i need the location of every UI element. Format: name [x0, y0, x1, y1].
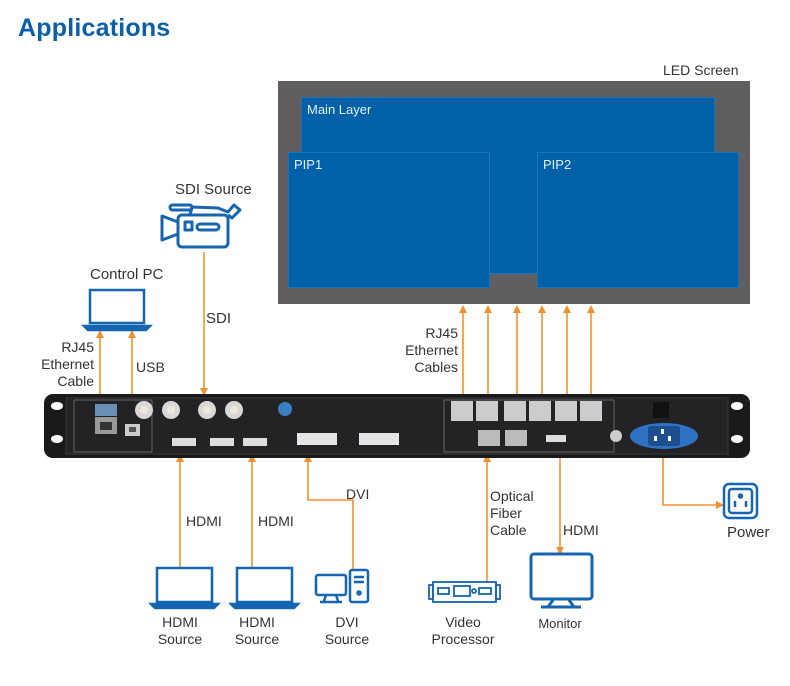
rj45-outputs-label-line3: Cables	[414, 359, 458, 375]
monitor-label: Monitor	[538, 616, 582, 631]
rj45-outputs-label: RJ45 Ethernet Cables	[398, 325, 458, 376]
rj45-outputs-label-line1: RJ45	[425, 325, 458, 341]
dvi-cable-label: DVI	[346, 486, 370, 502]
optical-label-line3: Cable	[490, 522, 527, 538]
optical-label-line2: Fiber	[490, 505, 522, 521]
hdmi-source-1-label: HDMI Source	[145, 614, 215, 648]
camera-icon	[160, 203, 242, 249]
sdi-cable-label: SDI	[206, 310, 232, 327]
hdmi-source-2-line1: HDMI	[239, 614, 275, 630]
usb-cable-label: USB	[136, 359, 165, 375]
pip1-label: PIP1	[294, 157, 323, 172]
video-processor-line1: Video	[445, 614, 481, 630]
optical-cable-label: Optical Fiber Cable	[490, 488, 534, 539]
hdmi-source-2-laptop-icon	[227, 566, 302, 610]
rj45-pc-label-line2: Ethernet	[41, 356, 94, 372]
pip2-layer: PIP2	[537, 152, 739, 288]
hdmi-source-1-line1: HDMI	[162, 614, 198, 630]
led-screen-label: LED Screen	[663, 62, 739, 78]
hdmi-cable-1-label: HDMI	[186, 513, 222, 529]
page-title: Applications	[18, 14, 171, 42]
hdmi-source-2-label: HDMI Source	[222, 614, 292, 648]
dvi-cable	[304, 454, 354, 570]
dvi-source-line2: Source	[324, 631, 370, 647]
video-processor-label: Video Processor	[418, 614, 508, 648]
dvi-source-desktop-icon	[314, 568, 370, 604]
rj45-pc-label-line3: Cable	[57, 373, 94, 389]
device-panel-graphics	[44, 394, 750, 458]
power-label: Power	[727, 524, 770, 541]
rj45-pc-label-line1: RJ45	[61, 339, 94, 355]
pip2-label: PIP2	[543, 157, 572, 172]
hdmi-source-2-line2: Source	[234, 631, 280, 647]
monitor-icon	[529, 552, 594, 609]
pip1-layer: PIP1	[288, 152, 490, 288]
hdmi-source-1-line2: Source	[157, 631, 203, 647]
main-layer-label: Main Layer	[307, 102, 372, 117]
device-rear-panel	[44, 392, 750, 462]
dvi-source-line1: DVI	[335, 614, 359, 630]
video-processor-icon	[428, 581, 501, 603]
sdi-source-label: SDI Source	[175, 181, 252, 198]
hdmi-source-1-laptop-icon	[147, 566, 222, 610]
led-screen: Main Layer PIP1 PIP2	[278, 81, 750, 304]
rj45-pc-cable-label: RJ45 Ethernet Cable	[36, 339, 94, 390]
dvi-source-label: DVI Source	[312, 614, 382, 648]
control-pc-label: Control PC	[90, 266, 164, 283]
optical-label-line1: Optical	[490, 488, 534, 504]
monitor-hdmi-cable-label: HDMI	[563, 522, 599, 538]
rj45-outputs-label-line2: Ethernet	[405, 342, 458, 358]
control-pc-laptop-icon	[80, 288, 154, 332]
hdmi-cable-2-label: HDMI	[258, 513, 294, 529]
power-outlet-icon	[722, 482, 759, 520]
video-processor-line2: Processor	[431, 631, 495, 647]
